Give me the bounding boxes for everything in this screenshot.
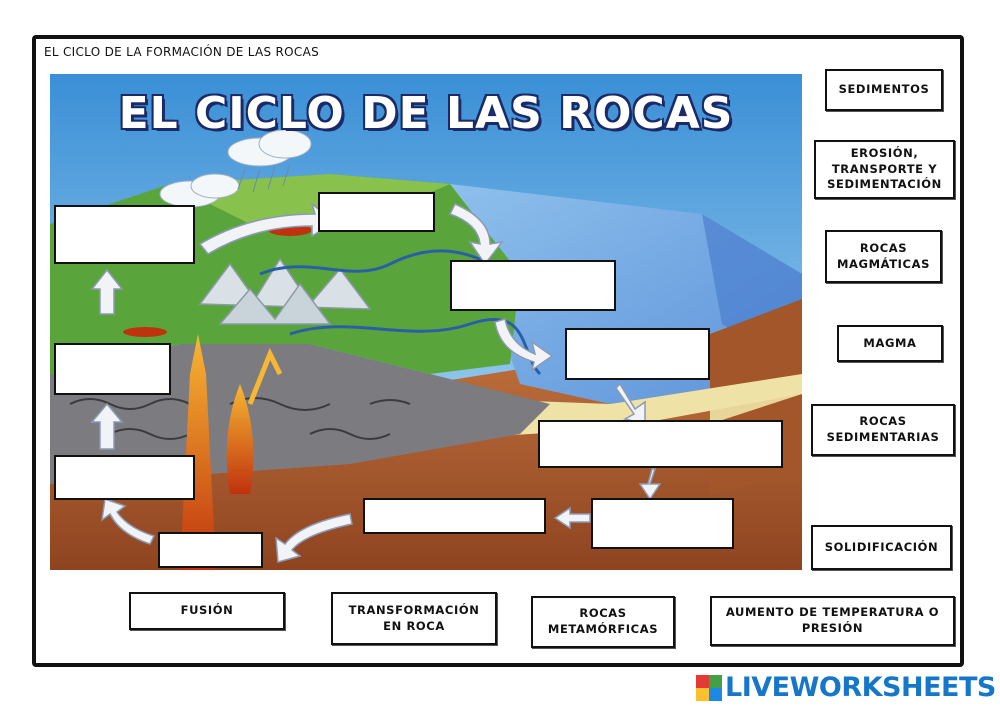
worksheet-title: EL CICLO DE LA FORMACIÓN DE LAS ROCAS [44, 45, 320, 59]
word-fusion[interactable]: FUSIÓN [129, 592, 285, 630]
drop-zone-3[interactable] [450, 260, 616, 311]
drop-zone-6[interactable] [538, 420, 783, 468]
drop-zone-2[interactable] [318, 192, 435, 232]
brand-square-blue [709, 687, 722, 701]
brand-square-green [709, 674, 722, 688]
drop-zone-7[interactable] [54, 455, 195, 500]
drop-zone-4[interactable] [565, 328, 710, 380]
word-erosion[interactable]: EROSIÓN, TRANSPORTE Y SEDIMENTACIÓN [814, 140, 955, 199]
brand-square-red [696, 674, 709, 688]
drop-zone-8[interactable] [363, 498, 546, 534]
word-solidificacion[interactable]: SOLIDIFICACIÓN [811, 525, 952, 570]
word-rocas-metamorficas[interactable]: ROCAS METAMÓRFICAS [531, 596, 675, 648]
word-magma[interactable]: MAGMA [837, 325, 943, 362]
brand-name: LIVEWORKSHEETS [725, 672, 996, 703]
word-sedimentos[interactable]: SEDIMENTOS [825, 69, 943, 111]
liveworksheets-icon [696, 674, 722, 701]
drop-zone-9[interactable] [591, 498, 734, 549]
word-aumento[interactable]: AUMENTO DE TEMPERATURA O PRESIÓN [710, 596, 955, 646]
drop-zone-1[interactable] [54, 205, 195, 264]
drop-zone-5[interactable] [54, 343, 171, 395]
scene-title: EL CICLO DE LAS ROCAS [118, 88, 734, 139]
word-transformacion[interactable]: TRANSFORMACIÓN EN ROCA [331, 592, 497, 645]
drop-zone-10[interactable] [158, 532, 263, 568]
word-rocas-sedimentarias[interactable]: ROCAS SEDIMENTARIAS [811, 404, 955, 456]
liveworksheets-logo: LIVEWORKSHEETS [696, 672, 996, 703]
word-rocas-magmaticas[interactable]: ROCAS MAGMÁTICAS [825, 230, 942, 283]
brand-square-yellow [696, 687, 709, 701]
